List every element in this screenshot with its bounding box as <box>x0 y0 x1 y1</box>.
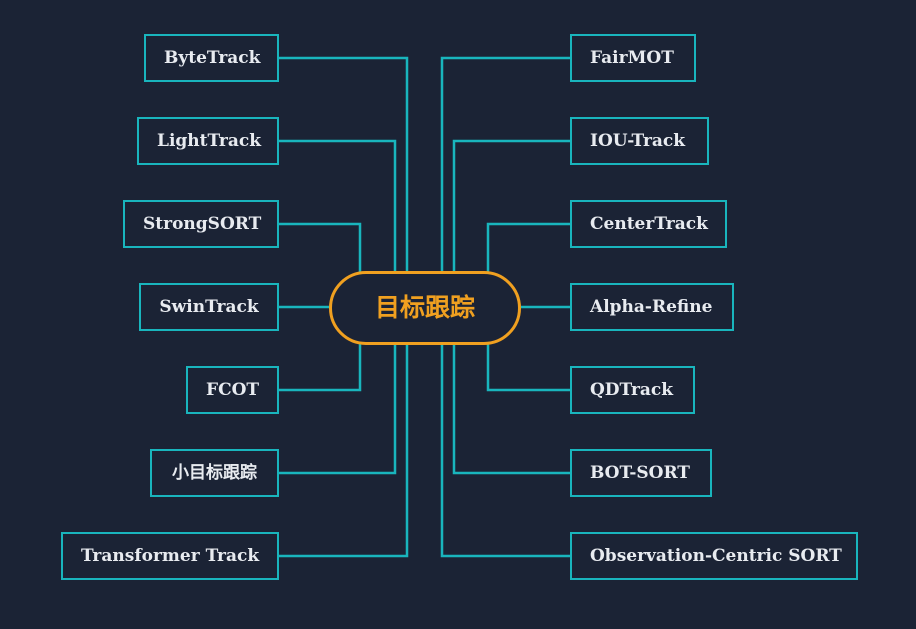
connector-right-2 <box>452 139 571 271</box>
node-right-centertrack: CenterTrack <box>570 200 727 248</box>
connector-right-5 <box>486 343 571 392</box>
connector-left-3 <box>278 222 362 281</box>
node-right-observation-centric-sort: Observation-Centric SORT <box>570 532 858 580</box>
node-left-transformer-track: Transformer Track <box>61 532 279 580</box>
node-left-small-object-tracking: 小目标跟踪 <box>150 449 279 497</box>
node-right-alpha-refine: Alpha-Refine <box>570 283 734 331</box>
connector-left-7 <box>278 345 409 558</box>
connector-left-5 <box>278 335 362 392</box>
center-node: 目标跟踪 <box>329 271 521 345</box>
node-left-strongsort: StrongSORT <box>123 200 279 248</box>
node-right-qdtrack: QDTrack <box>570 366 695 414</box>
node-left-swintrack: SwinTrack <box>139 283 279 331</box>
node-right-bot-sort: BOT-SORT <box>570 449 712 497</box>
connector-right-6 <box>452 345 571 475</box>
node-left-fcot: FCOT <box>186 366 279 414</box>
node-left-lighttrack: LightTrack <box>137 117 279 165</box>
connector-left-1 <box>278 56 409 271</box>
node-left-bytetrack: ByteTrack <box>144 34 279 82</box>
node-right-iou-track: IOU-Track <box>570 117 709 165</box>
connector-right-7 <box>440 345 571 558</box>
connector-right-3 <box>486 222 571 273</box>
connector-left-2 <box>278 139 397 275</box>
connector-right-1 <box>440 56 571 271</box>
connector-left-6 <box>278 341 397 475</box>
node-right-fairmot: FairMOT <box>570 34 696 82</box>
